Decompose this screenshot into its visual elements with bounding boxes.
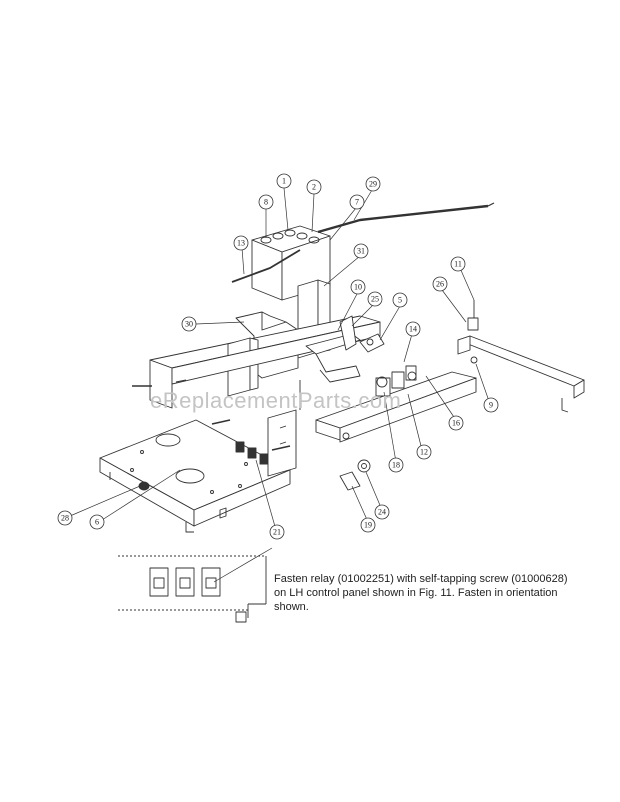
- note-line-2: on LH control panel shown in Fig. 11. Fa…: [274, 587, 558, 599]
- svg-text:28: 28: [61, 514, 69, 523]
- callout-13: 13: [233, 235, 249, 251]
- note-line-3: shown.: [274, 601, 309, 613]
- callout-9: 9: [483, 397, 499, 413]
- callout-31: 31: [353, 243, 369, 259]
- callout-29: 29: [365, 176, 381, 192]
- center-frame: [149, 315, 381, 410]
- svg-text:25: 25: [371, 295, 379, 304]
- inset-detail: [118, 555, 267, 623]
- ground-cable: [231, 249, 301, 283]
- svg-text:11: 11: [454, 260, 462, 269]
- svg-text:8: 8: [264, 198, 268, 207]
- side-bar-right: [457, 300, 585, 413]
- control-panel-left: [99, 419, 291, 533]
- callout-25: 25: [367, 291, 383, 307]
- leader-lines: [69, 187, 491, 583]
- callout-16: 16: [448, 415, 464, 431]
- callout-1: 1: [276, 173, 292, 189]
- callout-12: 12: [416, 444, 432, 460]
- svg-text:16: 16: [452, 419, 460, 428]
- callout-30: 30: [181, 316, 197, 332]
- svg-text:12: 12: [420, 448, 428, 457]
- callout-2: 2: [306, 179, 322, 195]
- svg-text:18: 18: [392, 461, 400, 470]
- battery-cable: [317, 204, 489, 234]
- control-panel-right: [315, 365, 477, 443]
- relays: [235, 441, 269, 465]
- callout-28: 28: [57, 510, 73, 526]
- svg-text:2: 2: [312, 183, 316, 192]
- callout-6: 6: [89, 514, 105, 530]
- callout-11: 11: [450, 256, 466, 272]
- svg-text:6: 6: [95, 518, 99, 527]
- callout-21: 21: [269, 524, 285, 540]
- svg-text:31: 31: [357, 247, 365, 256]
- svg-text:5: 5: [398, 296, 402, 305]
- callout-14: 14: [405, 321, 421, 337]
- svg-text:30: 30: [185, 320, 193, 329]
- svg-text:9: 9: [489, 401, 493, 410]
- pedal-assembly: [305, 315, 385, 383]
- svg-text:7: 7: [355, 198, 359, 207]
- note-line-1: Fasten relay (01002251) with self-tappin…: [274, 573, 568, 585]
- callout-10: 10: [350, 279, 366, 295]
- callout-19: 19: [360, 517, 376, 533]
- svg-text:1: 1: [282, 177, 286, 186]
- svg-text:24: 24: [378, 508, 386, 517]
- watermark-text: eReplacementParts.com: [150, 388, 402, 413]
- svg-text:14: 14: [409, 325, 417, 334]
- side-plate: [267, 409, 297, 477]
- callout-24: 24: [374, 504, 390, 520]
- svg-text:19: 19: [364, 521, 372, 530]
- callout-26: 26: [432, 276, 448, 292]
- fastening-note: Fasten relay (01002251) with self-tappin…: [274, 572, 610, 614]
- svg-text:29: 29: [369, 180, 377, 189]
- callout-5: 5: [392, 292, 408, 308]
- callouts: 1 2 29 8 7 13 31 11 26 10 25 5 30 14 9 1…: [57, 173, 499, 540]
- svg-text:21: 21: [273, 528, 281, 537]
- callout-18: 18: [388, 457, 404, 473]
- small-parts: [138, 459, 371, 491]
- svg-text:26: 26: [436, 280, 444, 289]
- svg-text:10: 10: [354, 283, 362, 292]
- svg-text:13: 13: [237, 239, 245, 248]
- callout-8: 8: [258, 194, 274, 210]
- callout-7: 7: [349, 194, 365, 210]
